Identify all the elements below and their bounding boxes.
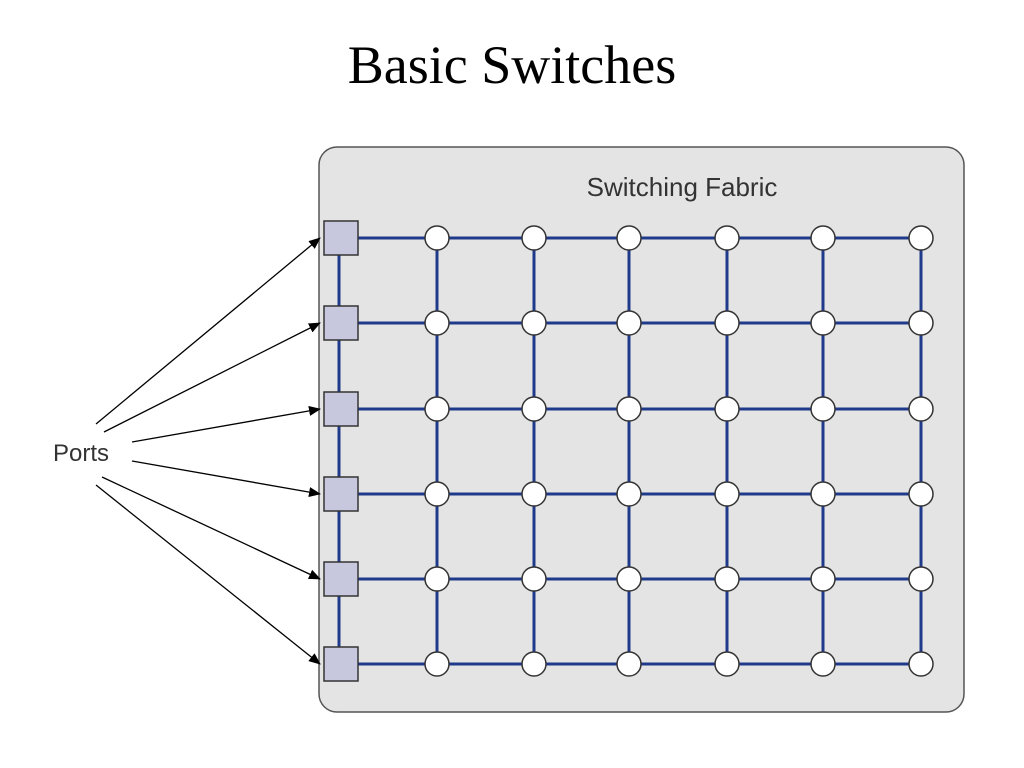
switching-fabric: Switching Fabric <box>318 146 965 713</box>
crosspoint-node <box>714 651 740 677</box>
crosspoint-node <box>616 566 642 592</box>
crosspoint-node <box>810 566 836 592</box>
slide-title: Basic Switches <box>347 35 677 95</box>
crosspoint-node <box>908 651 934 677</box>
crosspoint-node <box>810 310 836 336</box>
crosspoint-node <box>424 651 450 677</box>
fabric-box <box>318 146 965 713</box>
port-arrow <box>101 476 321 580</box>
crosspoint-node <box>521 481 547 507</box>
crosspoint-node <box>810 651 836 677</box>
crosspoint-node <box>908 481 934 507</box>
port-box <box>323 561 359 597</box>
port-arrow <box>95 484 321 665</box>
crosspoint-node <box>424 396 450 422</box>
port-arrow <box>131 405 321 443</box>
crosspoint-node <box>714 566 740 592</box>
port-arrow <box>103 322 321 433</box>
crosspoint-node <box>616 225 642 251</box>
port-arrow <box>131 460 321 498</box>
port-box <box>323 476 359 512</box>
crosspoint-node <box>521 566 547 592</box>
crosspoint-node <box>424 310 450 336</box>
crosspoint-node <box>521 396 547 422</box>
crosspoint-node <box>521 651 547 677</box>
crosspoint-node <box>616 481 642 507</box>
port-box <box>323 305 359 341</box>
crosspoint-node <box>714 225 740 251</box>
crosspoint-node <box>521 310 547 336</box>
port-box <box>323 220 359 256</box>
ports-group <box>323 220 359 682</box>
crosspoint-node <box>908 566 934 592</box>
crosspoint-node <box>424 566 450 592</box>
port-box <box>323 391 359 427</box>
ports-label: Ports <box>53 440 109 467</box>
crosspoint-node <box>616 396 642 422</box>
crosspoint-node <box>521 225 547 251</box>
crosspoint-node <box>810 481 836 507</box>
port-arrow <box>95 237 321 425</box>
crosspoint-node <box>908 225 934 251</box>
crosspoint-node <box>908 310 934 336</box>
crosspoint-node <box>810 396 836 422</box>
crosspoint-node <box>714 481 740 507</box>
crosspoint-node <box>908 396 934 422</box>
ports-arrows <box>95 237 321 665</box>
crosspoint-node <box>616 651 642 677</box>
crosspoint-nodes <box>424 225 934 677</box>
crosspoint-node <box>616 310 642 336</box>
crosspoint-node <box>424 481 450 507</box>
port-box <box>323 646 359 682</box>
crosspoint-node <box>714 396 740 422</box>
crosspoint-node <box>714 310 740 336</box>
fabric-label: Switching Fabric <box>587 172 778 202</box>
crosspoint-node <box>810 225 836 251</box>
ports-callout: Ports <box>53 237 321 665</box>
crosspoint-node <box>424 225 450 251</box>
